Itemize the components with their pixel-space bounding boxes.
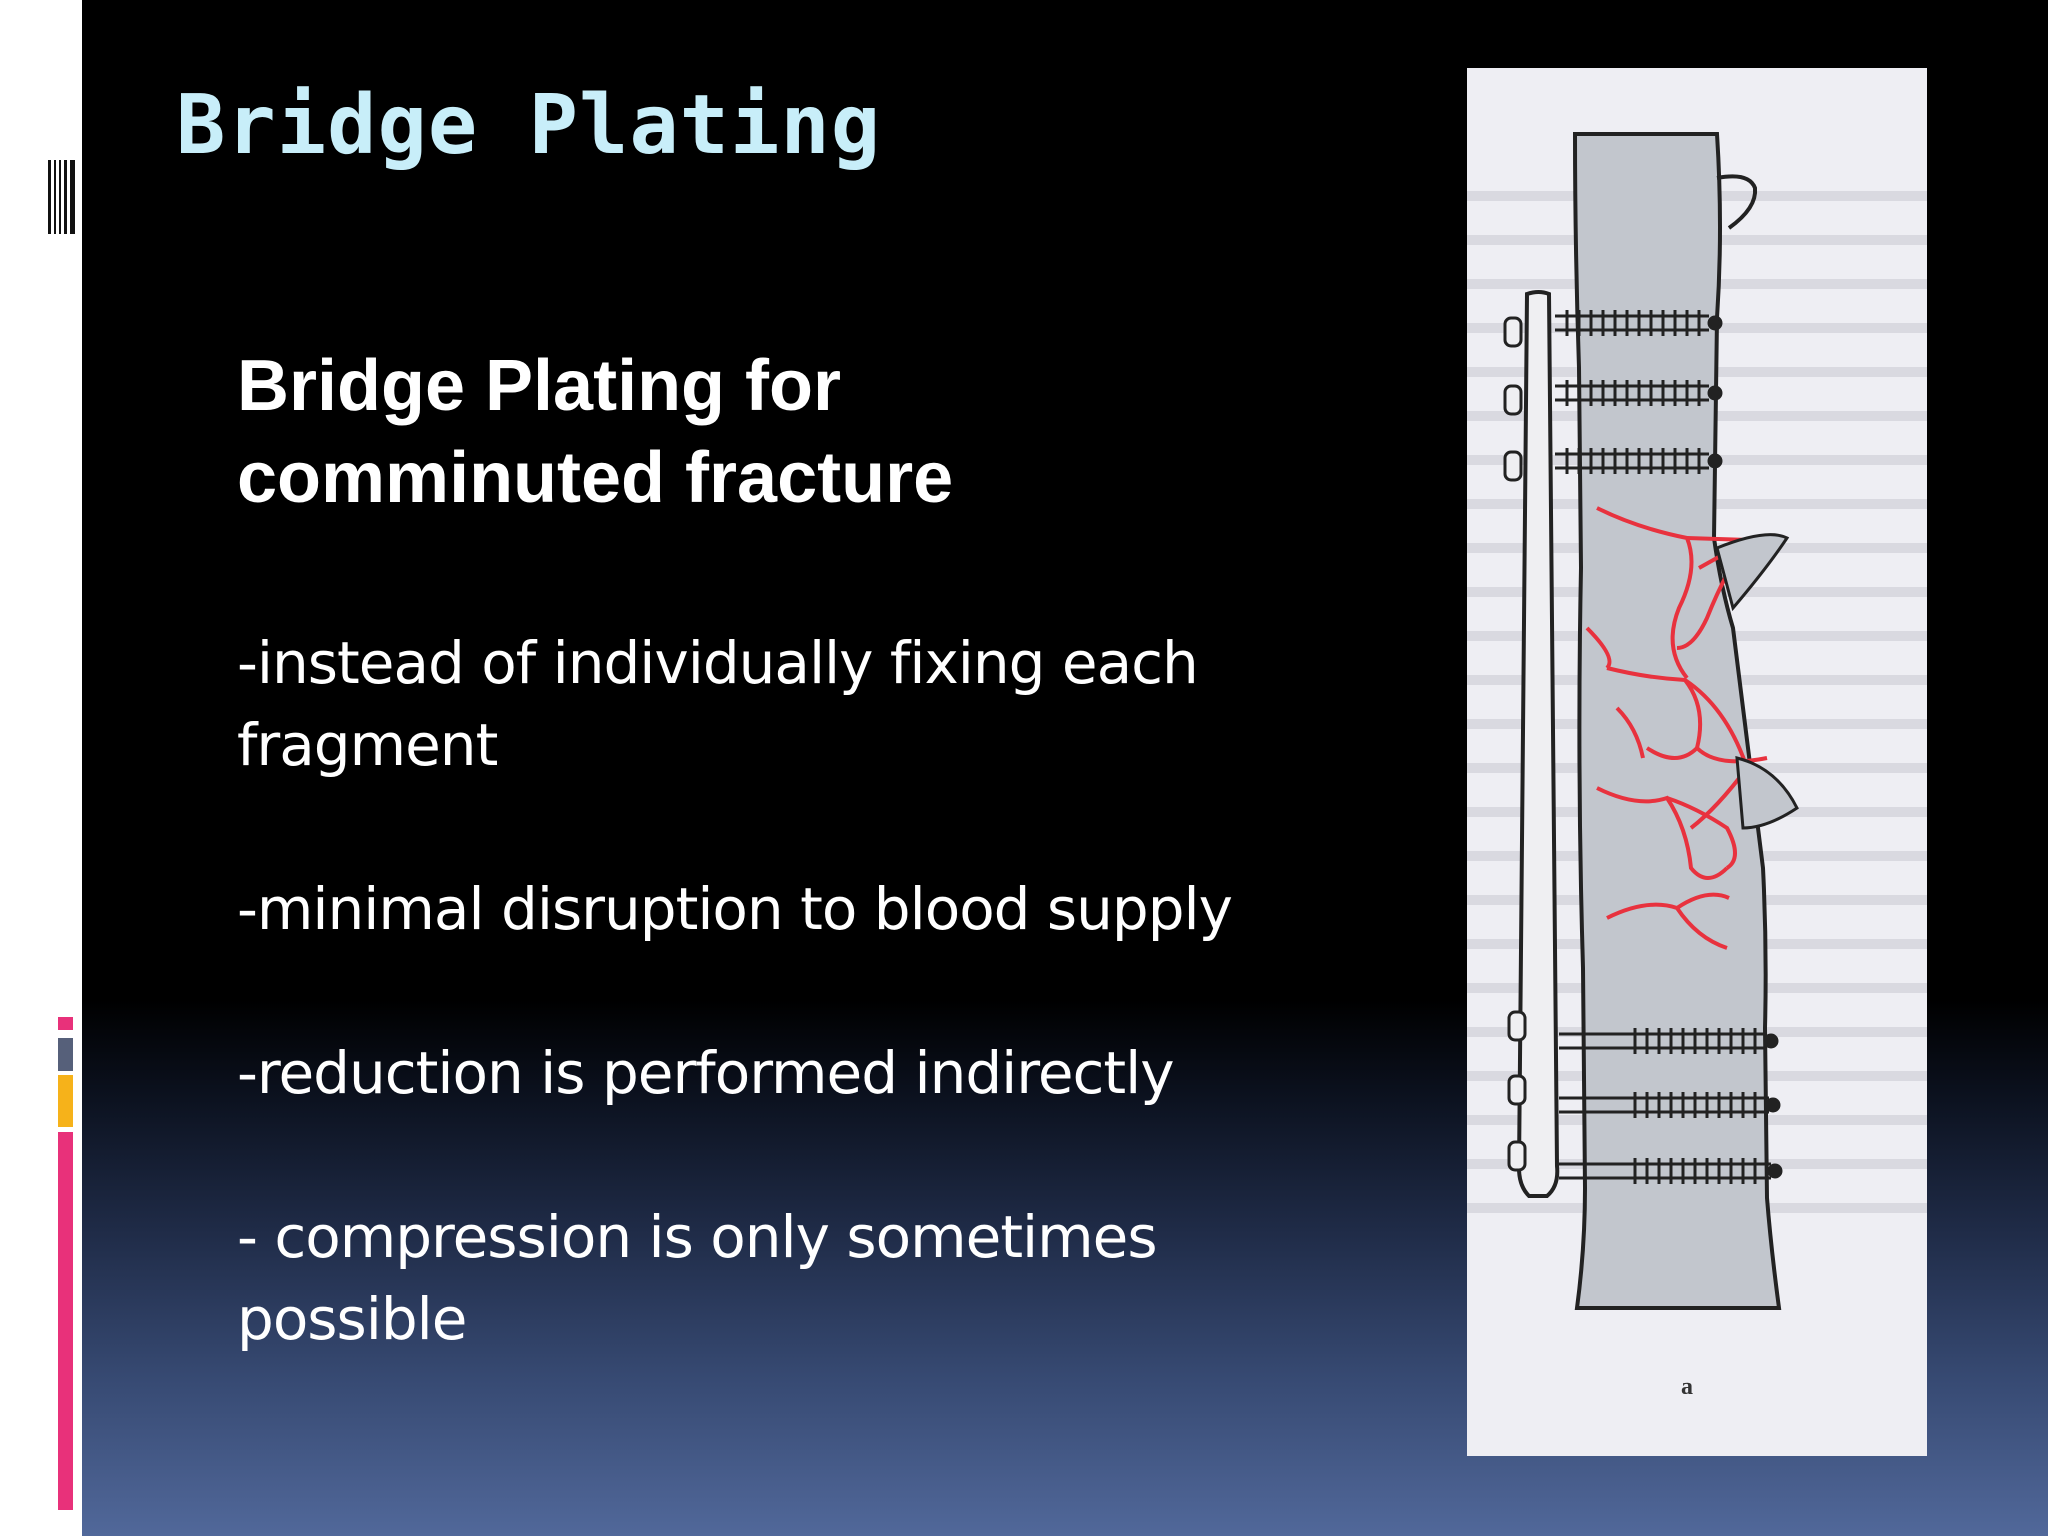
bone-shaft (1572, 132, 1782, 1310)
bridge-plate (1516, 290, 1560, 1198)
decorative-lines (48, 160, 78, 234)
bone-fragments (1715, 533, 1799, 830)
accent-bar-gray (58, 1038, 73, 1071)
bullet-item: -reduction is performed indirectly (237, 1039, 1175, 1107)
screws (1555, 310, 1783, 1184)
figure-caption: a (1681, 1374, 1693, 1400)
bridge-plate-illustration: a (1467, 68, 1927, 1456)
slide: Bridge Plating Bridge Plating for commin… (82, 0, 2048, 1536)
bone-plate-drawing: a (1467, 132, 1927, 1400)
accent-bar-pink-long (58, 1132, 73, 1510)
plate-screw-heads (1503, 316, 1527, 1172)
bullet-item: - compression is only sometimes possible (237, 1203, 1158, 1353)
slide-title: Bridge Plating (176, 78, 882, 173)
accent-bar-orange (58, 1075, 73, 1127)
left-margin (0, 0, 82, 1536)
bullet-item: -minimal disruption to blood supply (237, 875, 1233, 943)
accent-bar-pink-small (58, 1017, 73, 1030)
bullet-item: -instead of individually fixing each fra… (237, 629, 1199, 779)
slide-subtitle: Bridge Plating for comminuted fracture (237, 346, 954, 518)
